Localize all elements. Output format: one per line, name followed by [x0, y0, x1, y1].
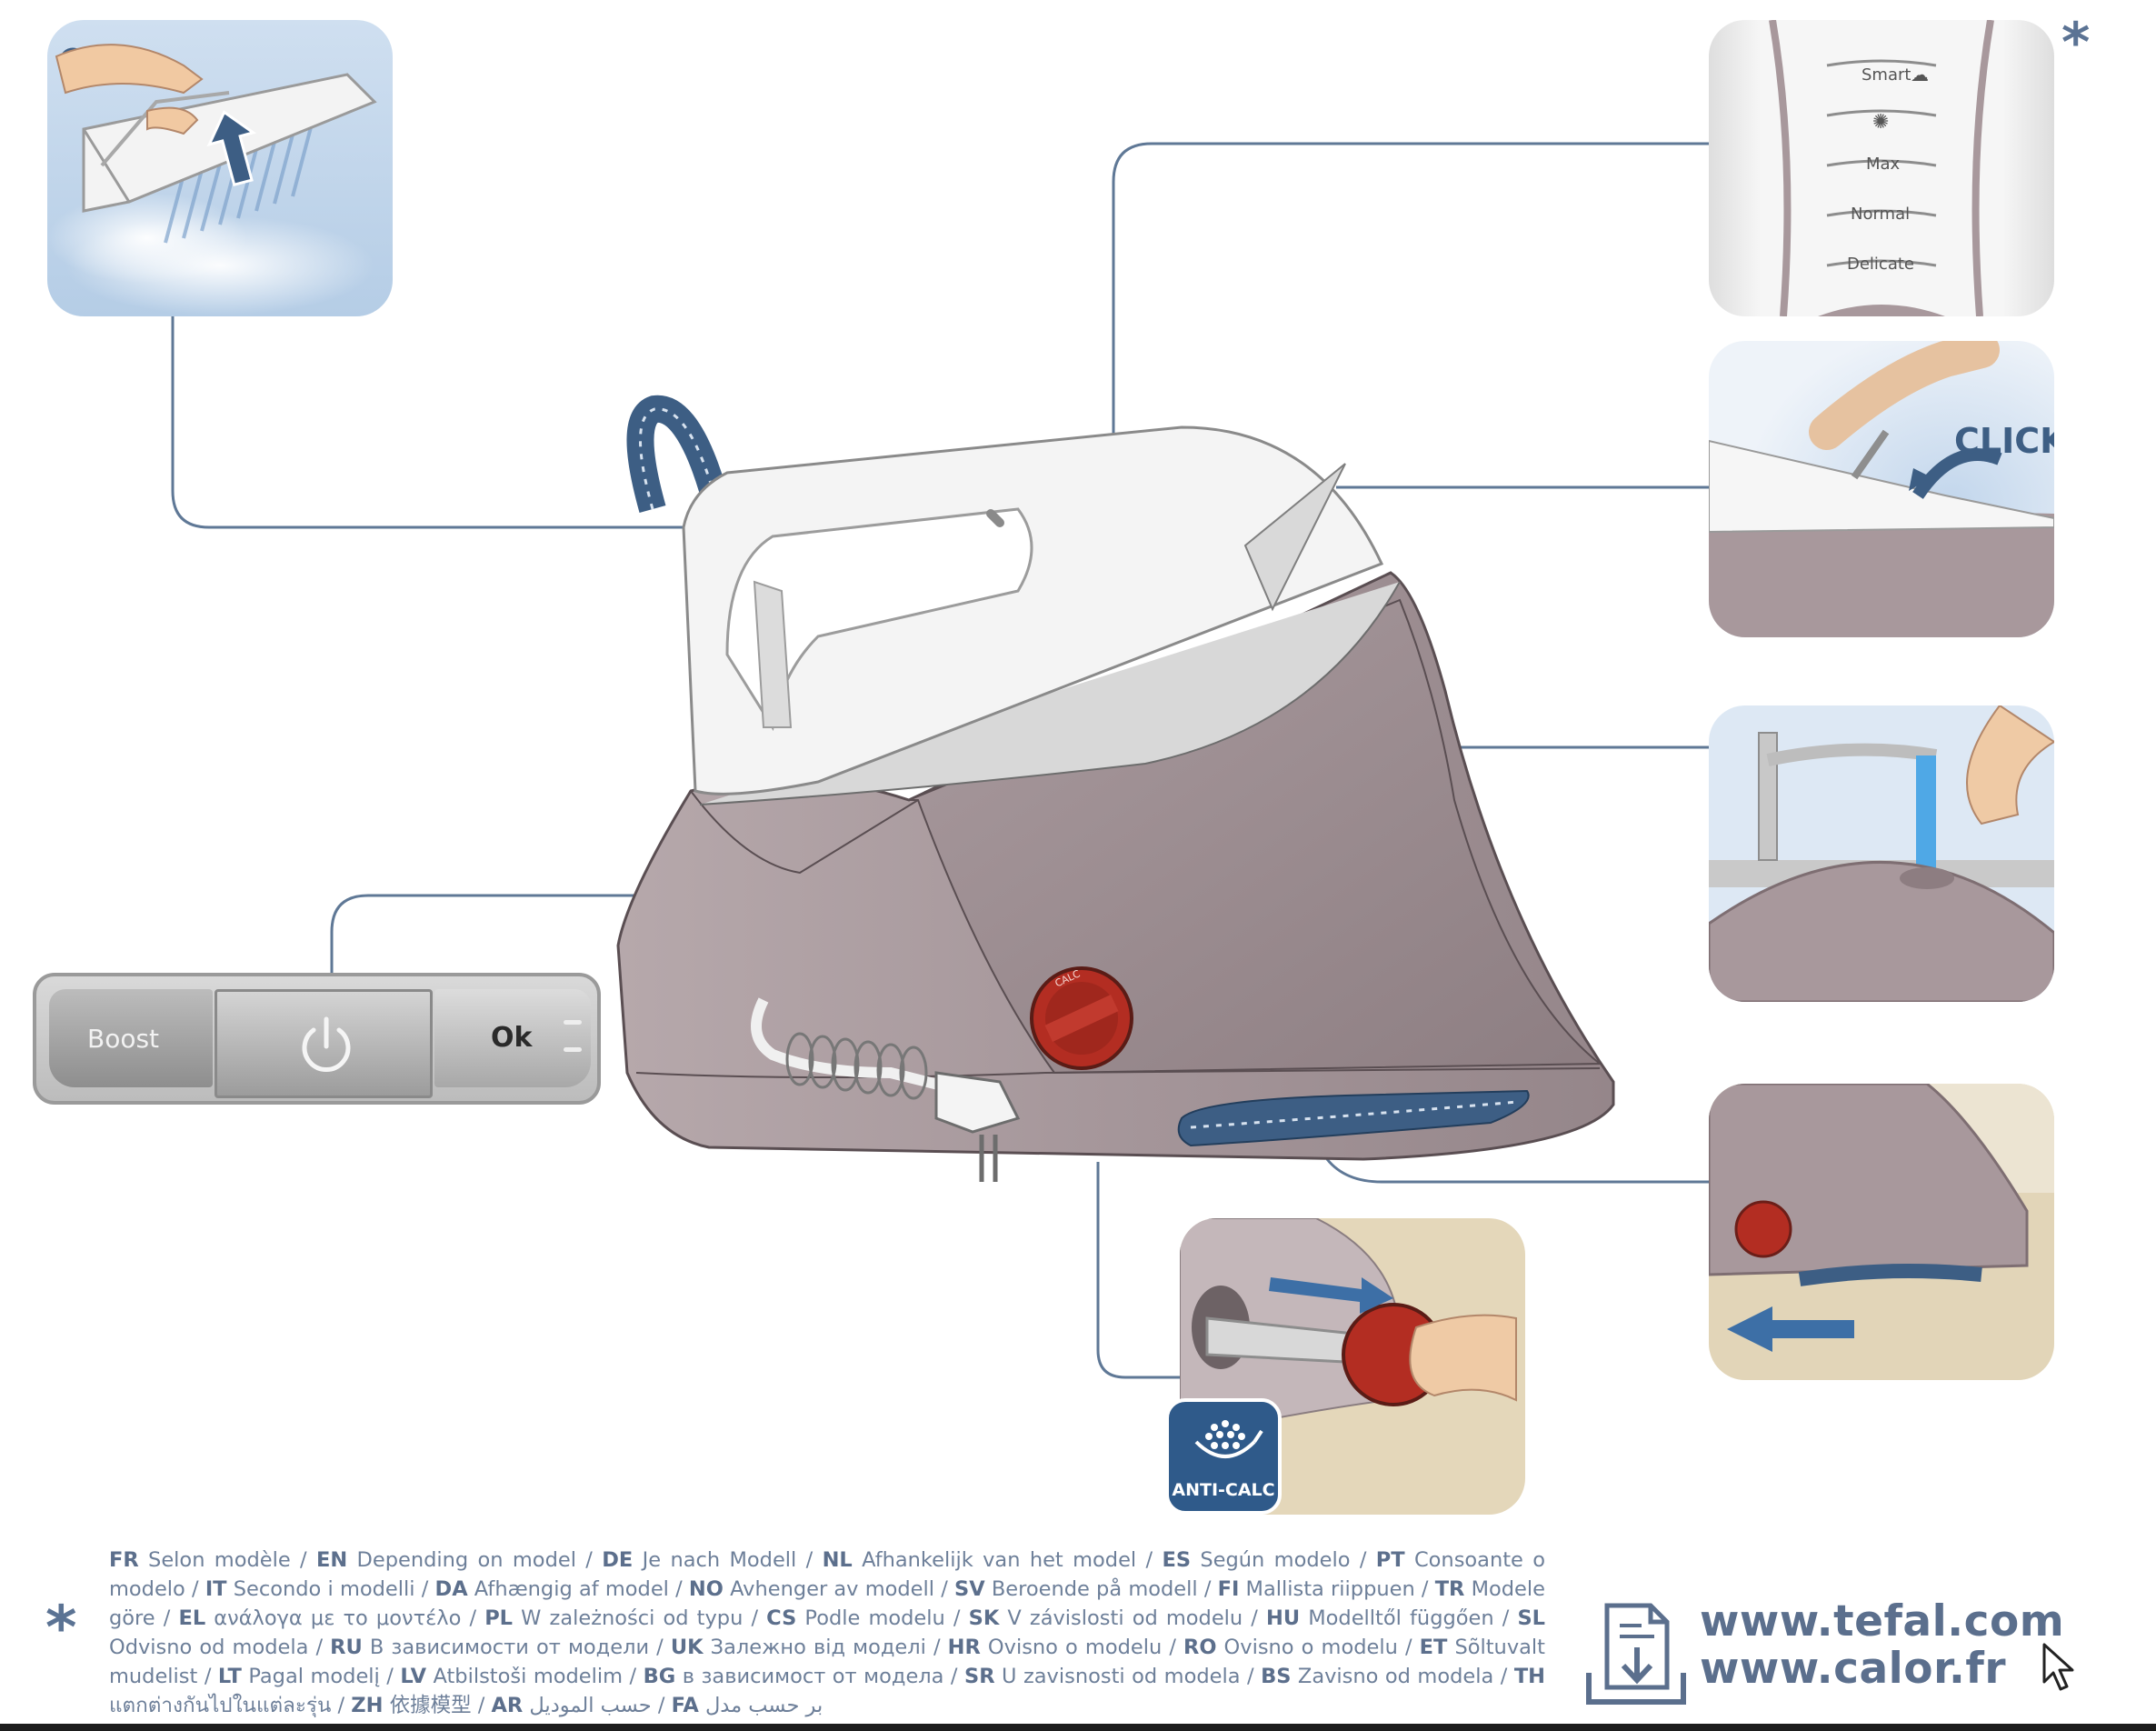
panel-slide-out — [1709, 1084, 2054, 1380]
url-tefal[interactable]: www.tefal.com — [1700, 1596, 2065, 1646]
lang-entry-hu: HU Modelltől függően / — [1266, 1606, 1518, 1630]
mouse-cursor-icon — [2042, 1643, 2074, 1691]
lang-code: EN — [315, 1548, 348, 1572]
lang-entry-de: DE Je nach Modell / — [602, 1548, 823, 1572]
lang-code: CS — [766, 1606, 797, 1630]
panel-fill-tank — [1709, 705, 2054, 1002]
power-button[interactable] — [215, 989, 433, 1098]
lang-entry-en: EN Depending on model / — [315, 1548, 603, 1572]
lang-code: LV — [400, 1665, 426, 1688]
panel-click-lock: CLICK — [1709, 341, 2054, 637]
lang-entry-nl: NL Afhankelijk van het model / — [822, 1548, 1163, 1572]
lang-entry-sl: SL Odvisno od modela / — [109, 1606, 1545, 1659]
lang-code: ZH — [351, 1694, 384, 1717]
lang-code: RO — [1183, 1636, 1217, 1659]
lang-entry-et: ET Sõltuvalt mudelist / — [109, 1636, 1545, 1688]
lang-code: HU — [1266, 1606, 1301, 1630]
power-icon — [302, 1016, 351, 1072]
lang-entry-it: IT Secondo i modelli / — [205, 1577, 435, 1601]
lang-code: FR — [109, 1548, 139, 1572]
lang-code: HR — [947, 1636, 981, 1659]
bottom-edge — [0, 1724, 2156, 1731]
lang-entry-sr: SR U zavisnosti od modela / — [964, 1665, 1262, 1688]
lang-code: IT — [205, 1577, 227, 1601]
lang-code: DE — [602, 1548, 634, 1572]
lang-code: PL — [484, 1606, 514, 1630]
lang-code: RU — [330, 1636, 363, 1659]
lang-entry-ru: RU В зависимости от модели / — [330, 1636, 671, 1659]
lang-code: TR — [1434, 1577, 1465, 1601]
lang-code: SV — [954, 1577, 985, 1601]
lang-entry-ar: AR حسب الموديل / — [491, 1694, 672, 1717]
lang-code: TH — [1513, 1665, 1545, 1688]
lang-code: EL — [178, 1606, 206, 1630]
website-links: www.tefal.com www.calor.fr — [1700, 1598, 2064, 1693]
lang-entry-sv: SV Beroende på modell / — [954, 1577, 1218, 1601]
lang-entry-pt: PT Consoante o modelo / — [109, 1548, 1546, 1601]
smart-cloud-icon: ☁ — [1911, 64, 1929, 85]
boost-button[interactable]: Boost — [49, 989, 213, 1087]
indicator-light-bottom — [564, 1047, 582, 1052]
lang-entry-hr: HR Ovisno o modelu / — [947, 1636, 1183, 1659]
lang-code: ET — [1419, 1636, 1448, 1659]
lang-entry-bs: BS Zavisno od modela / — [1261, 1665, 1514, 1688]
lang-entry-ro: RO Ovisno o modelu / — [1183, 1636, 1420, 1659]
panel-steam-selector: Smart ☁ ✺ Max Normal Delicate — [1709, 20, 2054, 316]
lang-code: SL — [1517, 1606, 1545, 1630]
lang-entry-tr: TR Modele göre / — [109, 1577, 1545, 1630]
click-label: CLICK — [1954, 421, 2054, 461]
anticalc-badge: ANTI-CALC — [1165, 1398, 1282, 1515]
lang-entry-da: DA Afhængig af model / — [434, 1577, 689, 1601]
eco-bulb-icon: ✺ — [1872, 111, 1890, 134]
lang-code: BS — [1261, 1665, 1292, 1688]
ok-button[interactable]: Ok — [434, 989, 591, 1087]
lang-entry-fr: FR Selon modèle / — [109, 1548, 316, 1572]
lang-entry-el: EL ανάλογα με το μοντέλο / — [178, 1606, 485, 1630]
lang-code: FI — [1217, 1577, 1240, 1601]
ok-label: Ok — [491, 1022, 533, 1054]
anticalc-label: ANTI-CALC — [1172, 1480, 1275, 1500]
lang-entry-uk: UK Залежно від моделі / — [670, 1636, 948, 1659]
lang-code: NL — [822, 1548, 853, 1572]
anticalc-scale-icon — [1194, 1420, 1263, 1458]
lang-entry-cs: CS Podle modelu / — [766, 1606, 969, 1630]
steam-option-delicate: Delicate — [1847, 255, 1914, 274]
lang-code: NO — [688, 1577, 724, 1601]
lang-code: AR — [491, 1694, 524, 1717]
steam-option-smart: Smart — [1862, 65, 1911, 85]
lang-entry-es: ES Según modelo / — [1162, 1548, 1376, 1572]
lang-entry-bg: BG в зависимост от модела / — [643, 1665, 964, 1688]
lang-code: DA — [434, 1577, 468, 1601]
steam-option-normal: Normal — [1851, 205, 1911, 224]
lang-entry-fa: FA بر حسب مدل — [671, 1694, 823, 1717]
boost-label: Boost — [87, 1024, 160, 1054]
lang-code: PT — [1375, 1548, 1405, 1572]
lang-entry-zh: ZH 依據模型 / — [351, 1694, 492, 1717]
model-disclaimer-multilang: FR Selon modèle / EN Depending on model … — [109, 1546, 1545, 1720]
model-asterisk-top: * — [2061, 11, 2091, 75]
lang-entry-pl: PL W zależności od typu / — [484, 1606, 767, 1630]
download-document-icon — [1586, 1603, 1686, 1705]
lang-entry-lv: LV Atbilstoši modelim / — [400, 1665, 644, 1688]
lang-code: LT — [217, 1665, 242, 1688]
lang-code: SR — [964, 1665, 995, 1688]
lang-entry-no: NO Avhenger av modell / — [688, 1577, 954, 1601]
footer-asterisk: * — [45, 1593, 77, 1663]
lang-entry-sk: SK V závislosti od modelu / — [968, 1606, 1267, 1630]
lang-code: SK — [968, 1606, 1000, 1630]
control-panel: Boost Ok — [33, 973, 601, 1105]
url-calor[interactable]: www.calor.fr — [1700, 1644, 2007, 1694]
steam-option-max: Max — [1866, 155, 1901, 174]
lang-code: UK — [670, 1636, 704, 1659]
lang-code: FA — [671, 1694, 699, 1717]
lang-code: ES — [1162, 1548, 1192, 1572]
lang-code: BG — [643, 1665, 676, 1688]
lang-entry-fi: FI Mallista riippuen / — [1217, 1577, 1435, 1601]
lang-entry-th: TH แตกต่างกันไปในแต่ละรุ่น / — [109, 1665, 1545, 1717]
panel-lift-iron — [47, 20, 393, 316]
indicator-light-top — [564, 1020, 582, 1025]
lang-entry-lt: LT Pagal modelį / — [217, 1665, 401, 1688]
